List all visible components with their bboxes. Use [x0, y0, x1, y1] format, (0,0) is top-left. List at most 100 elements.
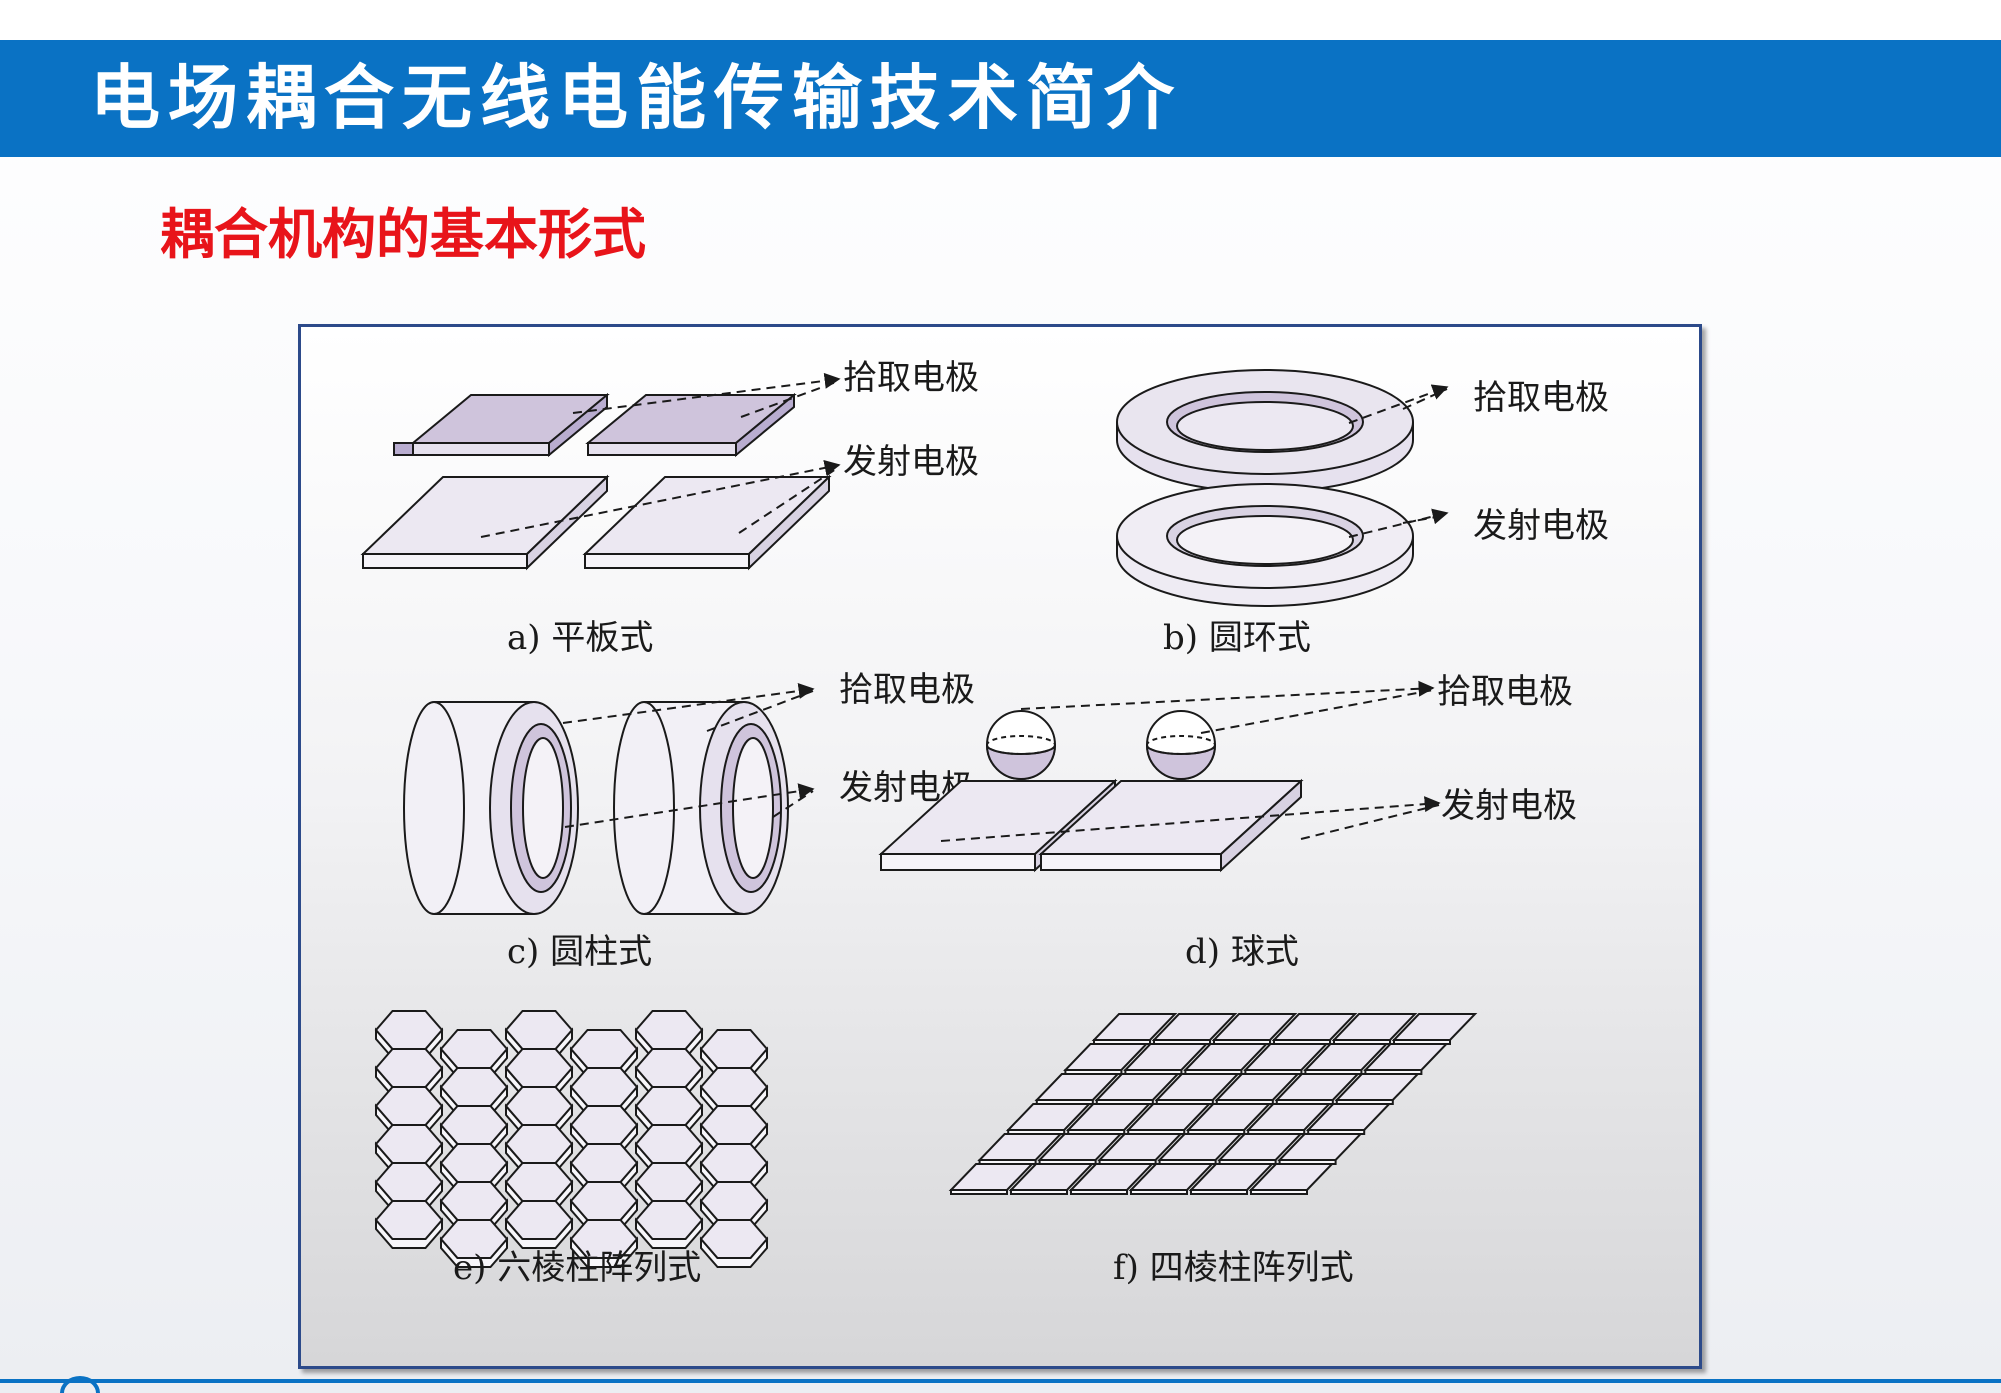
square-cell: [1334, 1073, 1421, 1101]
hex-cell: [504, 1200, 574, 1240]
square-cell: [1248, 1163, 1335, 1191]
plate-d-right-side: [1220, 778, 1302, 873]
plate-pickup-right-side: [735, 392, 795, 458]
square-cell: [1185, 1103, 1272, 1131]
ring-transmit-hole-inner: [1176, 515, 1354, 565]
square-cell: [1037, 1133, 1123, 1161]
figure-a-label-pickup: 拾取电极: [843, 358, 979, 398]
arrow-b-transmit-1: [1348, 508, 1449, 538]
figure-c-cylinder: [403, 683, 815, 915]
figure-d-label-transmit: 发射电极: [1441, 786, 1577, 826]
hex-cell: [374, 1200, 444, 1240]
arrow-a-transmit-1: [480, 459, 841, 538]
cylinder-left-electrode-inner: [522, 737, 564, 879]
arrow-c-pickup-1: [562, 683, 815, 724]
cylinder-right-back: [613, 701, 675, 915]
plate-pickup-right-front: [587, 442, 737, 456]
coupler-diagram: 拾取电极 发射电极 a) 平板式 拾取电极 发射电极: [360, 358, 1609, 1288]
plate-d-left-front: [880, 853, 1036, 871]
square-cell: [1211, 1013, 1298, 1041]
square-cell: [1188, 1163, 1275, 1191]
square-cell: [1034, 1073, 1121, 1101]
square-cell: [1391, 1013, 1478, 1041]
plate-pickup-left-front: [412, 442, 550, 456]
plate-d-right-front: [1040, 853, 1222, 871]
arrow-d-pickup-2: [1200, 689, 1434, 734]
square-cell: [1274, 1073, 1361, 1101]
square-cell: [1183, 1043, 1269, 1071]
square-cell: [948, 1163, 1035, 1191]
figure-c-caption: c) 圆柱式: [507, 932, 652, 972]
arrow-a-pickup-2: [740, 380, 840, 418]
hex-cell: [634, 1200, 704, 1240]
arrow-c-transmit-2: [772, 790, 814, 818]
arrow-c-transmit-1: [564, 783, 815, 828]
figure-a-label-transmit: 发射电极: [843, 442, 979, 482]
figure-d-sphere: [878, 680, 1441, 873]
figure-d-caption: d) 球式: [1185, 932, 1299, 972]
plate-transmit-left-front: [362, 553, 528, 569]
square-cell: [977, 1133, 1063, 1161]
square-cell: [1303, 1043, 1389, 1071]
sphere-right-equator: [1146, 735, 1216, 755]
arrow-b-pickup-1: [1348, 384, 1449, 424]
arrow-d-pickup-1: [1020, 680, 1435, 710]
square-cell: [1217, 1133, 1303, 1161]
square-cell: [1008, 1163, 1095, 1191]
plate-pickup-right-top: [585, 394, 797, 444]
figure-b-ring: [1116, 369, 1449, 607]
footer-line: [0, 1379, 2001, 1383]
cylinder-left-back: [403, 701, 465, 915]
square-cell: [1331, 1013, 1418, 1041]
square-cell: [1245, 1103, 1332, 1131]
arrow-d-transmit-1: [940, 796, 1441, 842]
square-cell: [1068, 1163, 1155, 1191]
square-cell: [1065, 1103, 1152, 1131]
top-strip: [0, 0, 2001, 40]
figure-panel: 拾取电极 发射电极 a) 平板式 拾取电极 发射电极: [298, 324, 1702, 1369]
slide-title: 电场耦合无线电能传输技术简介: [90, 56, 1182, 139]
figure-a-caption: a) 平板式: [507, 618, 653, 658]
plate-transmit-left-side: [526, 474, 608, 571]
figure-e-hex-array: [374, 1010, 769, 1268]
arrow-c-pickup-2: [706, 690, 814, 732]
square-cell: [1363, 1043, 1449, 1071]
square-cell: [1091, 1013, 1178, 1041]
plate-transmit-right-side: [748, 474, 830, 571]
square-cell: [1123, 1043, 1209, 1071]
figure-b-caption: b) 圆环式: [1163, 618, 1311, 658]
figure-f-caption: f) 四棱柱阵列式: [1113, 1248, 1354, 1288]
hex-cell: [699, 1219, 769, 1259]
arrow-a-transmit-2: [738, 466, 840, 534]
figure-b-label-pickup: 拾取电极: [1473, 378, 1609, 418]
cylinder-right-electrode-inner: [732, 737, 774, 879]
figure-e-caption: e) 六棱柱阵列式: [453, 1248, 701, 1288]
figure-d-label-pickup: 拾取电极: [1437, 672, 1573, 712]
figure-f-square-array: [948, 1013, 1478, 1195]
hex-cell: [569, 1219, 639, 1259]
slide-subtitle: 耦合机构的基本形式: [160, 203, 646, 266]
square-cell: [1125, 1103, 1212, 1131]
square-cell: [1005, 1103, 1092, 1131]
ring-pickup-hole-inner: [1176, 401, 1354, 451]
square-cell: [1277, 1133, 1363, 1161]
arrow-d-transmit-2: [1300, 804, 1440, 840]
square-cell: [1243, 1043, 1329, 1071]
figure-b-label-transmit: 发射电极: [1473, 506, 1609, 546]
sphere-left-equator: [986, 735, 1056, 755]
figure-c-label-pickup: 拾取电极: [839, 670, 975, 710]
square-cell: [1214, 1073, 1301, 1101]
figure-a-flat-plate: [360, 372, 841, 571]
square-cell: [1154, 1073, 1241, 1101]
square-cell: [1157, 1133, 1243, 1161]
arrow-b-pickup-2: [1402, 388, 1448, 410]
square-cell: [1151, 1013, 1238, 1041]
square-cell: [1094, 1073, 1181, 1101]
square-cell: [1271, 1013, 1358, 1041]
arrow-b-transmit-2: [1402, 514, 1448, 524]
plate-transmit-right-front: [584, 553, 750, 569]
title-bar: [0, 40, 2001, 157]
hex-cell: [439, 1219, 509, 1259]
square-cell: [1305, 1103, 1392, 1131]
